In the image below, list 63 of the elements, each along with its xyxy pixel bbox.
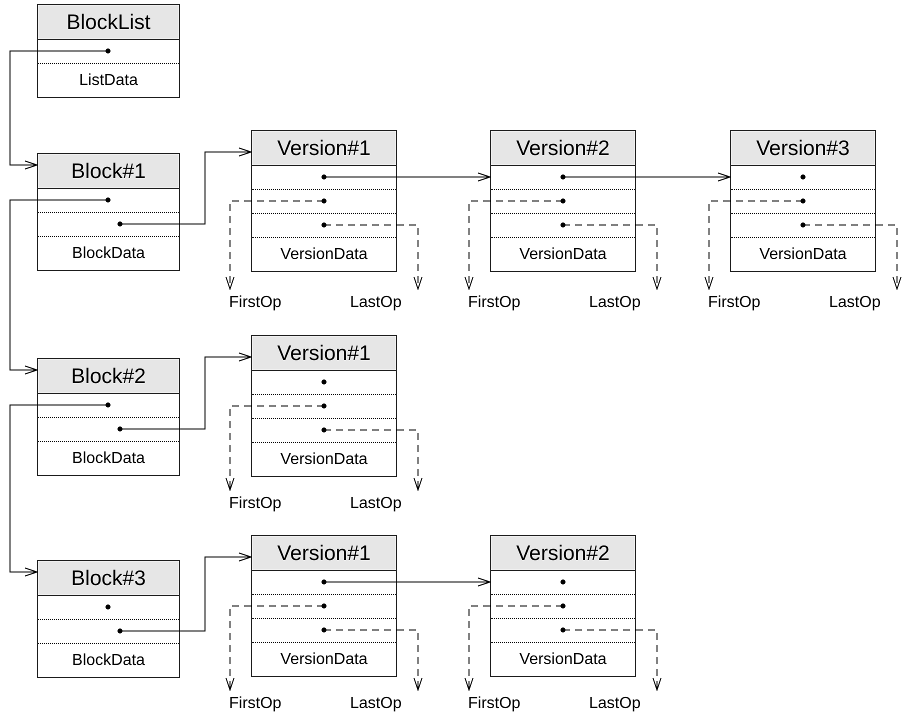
record-data: VersionData	[758, 244, 848, 264]
pointer-target-label: FirstOp	[221, 289, 287, 311]
record-box	[490, 535, 636, 677]
record-header: Version#1	[252, 131, 396, 166]
record-header: Version#2	[491, 131, 635, 166]
record-data: BlockData	[71, 448, 146, 468]
record-box	[490, 130, 636, 272]
arrow	[180, 552, 252, 632]
dashed-arrow	[226, 406, 252, 490]
dashed-arrow	[636, 630, 662, 690]
record-header: Version#3	[731, 131, 875, 166]
record-header: BlockList	[38, 5, 179, 40]
pointer-target-label: LastOp	[826, 289, 902, 311]
record-data: VersionData	[279, 450, 369, 470]
pointer-target-label: LastOp	[347, 690, 423, 712]
record-data: VersionData	[279, 244, 369, 264]
record-header: Version#1	[252, 336, 396, 371]
record-data: VersionData	[518, 244, 608, 264]
record-box	[37, 358, 180, 476]
dashed-arrow	[226, 606, 252, 690]
dashed-arrow	[464, 200, 490, 290]
arrow	[180, 352, 252, 430]
record-data: ListData	[78, 70, 139, 90]
dashed-arrow	[226, 200, 252, 290]
arrow	[396, 578, 490, 586]
record-data: BlockData	[71, 244, 146, 264]
pointer-target-label: FirstOp	[221, 490, 287, 512]
pointer-target-label: FirstOp	[460, 690, 526, 712]
record-box	[37, 4, 180, 98]
arrow	[10, 50, 38, 170]
pointer-target-label: LastOp	[586, 289, 662, 311]
dashed-arrow	[636, 224, 662, 290]
pointer-target-label: LastOp	[347, 289, 423, 311]
arrow	[10, 200, 38, 374]
record-box	[251, 130, 397, 272]
record-header: Block#3	[38, 561, 179, 596]
pointer-target-label: LastOp	[347, 490, 423, 512]
dashed-arrow	[876, 224, 902, 290]
record-box	[251, 535, 397, 677]
pointer-target-label: LastOp	[586, 690, 662, 712]
record-box	[37, 560, 180, 678]
dashed-arrow	[396, 430, 422, 490]
arrow	[636, 172, 730, 182]
dashed-arrow	[704, 200, 730, 290]
record-data: VersionData	[279, 650, 369, 670]
record-header: Version#1	[252, 536, 396, 571]
arrow	[180, 148, 252, 224]
record-header: Block#2	[38, 359, 179, 394]
record-data: BlockData	[71, 650, 146, 670]
record-box	[37, 153, 180, 271]
record-data: VersionData	[518, 650, 608, 670]
arrow	[10, 404, 38, 576]
record-header: Version#2	[491, 536, 635, 571]
dashed-arrow	[464, 606, 490, 690]
dashed-arrow	[396, 224, 422, 290]
arrow	[396, 172, 490, 182]
pointer-target-label: FirstOp	[700, 289, 766, 311]
pointer-target-label: FirstOp	[460, 289, 526, 311]
record-header: Block#1	[38, 154, 179, 189]
dashed-arrow	[396, 630, 422, 690]
pointer-target-label: FirstOp	[221, 690, 287, 712]
record-box	[251, 335, 397, 477]
record-box	[730, 130, 876, 272]
